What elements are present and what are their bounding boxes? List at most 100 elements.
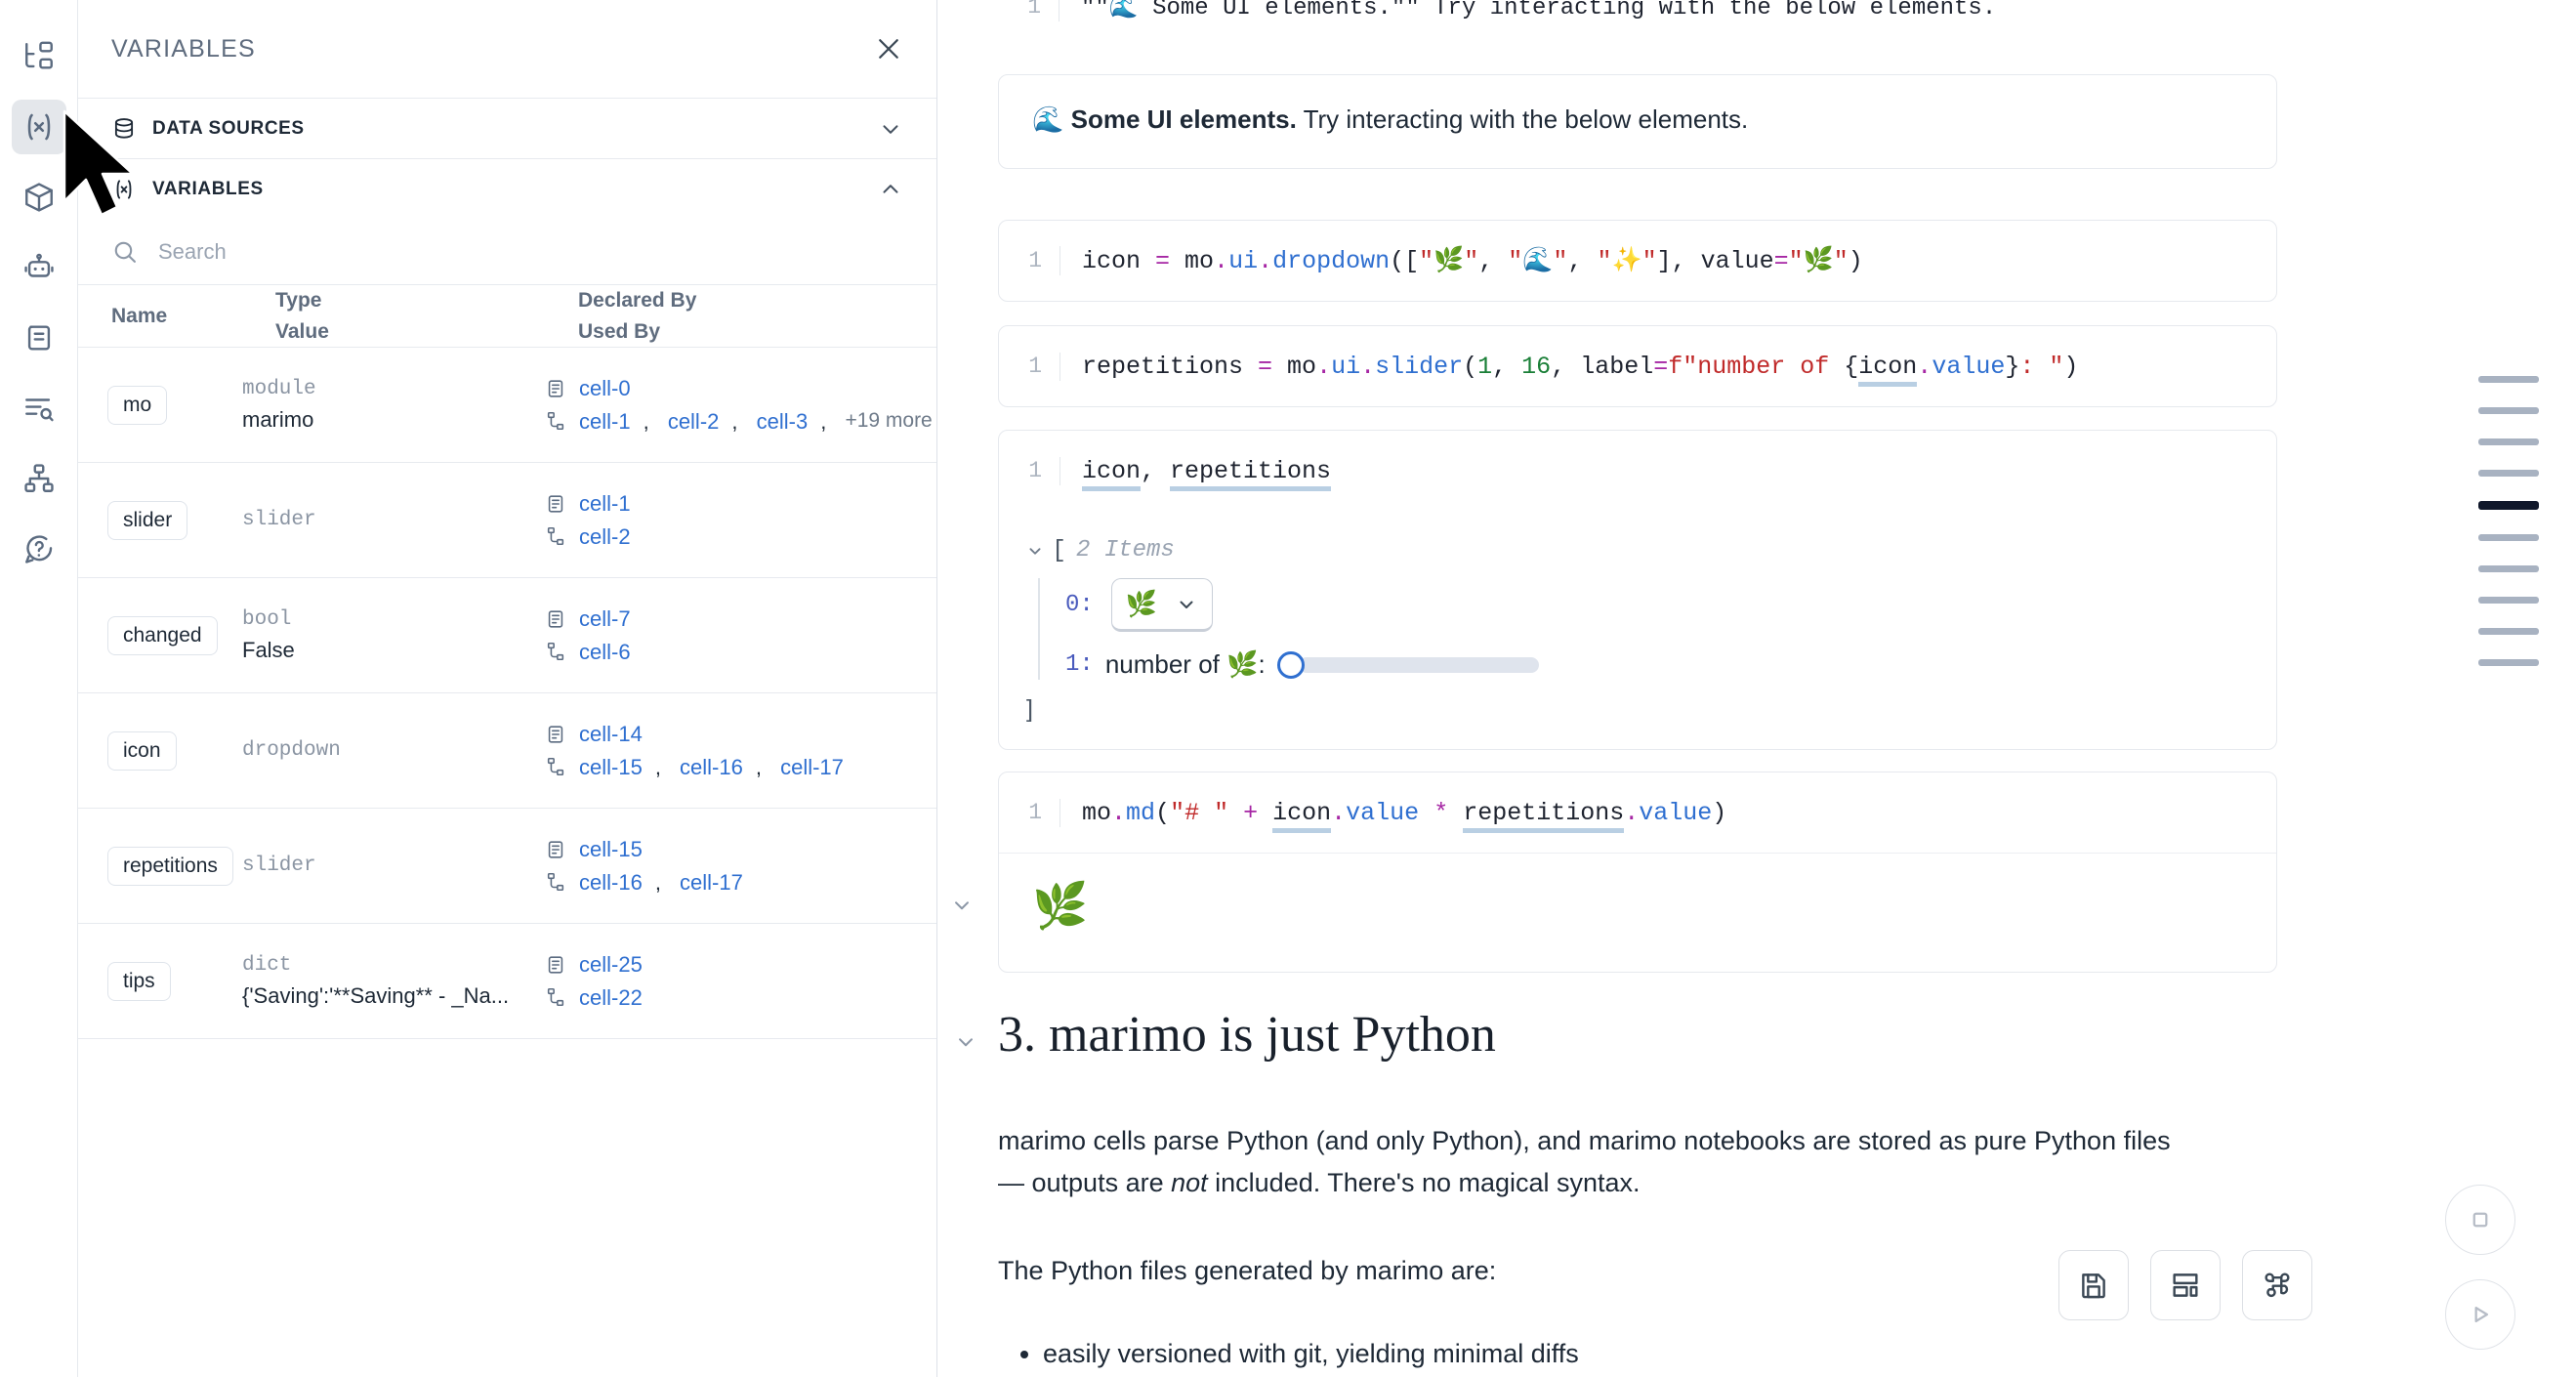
search-input[interactable] [156, 237, 903, 266]
cell-link[interactable]: cell-15 [579, 754, 643, 779]
column-type-value: Type Value [242, 285, 545, 348]
code-cell-repetitions[interactable]: 1 repetitions = mo.ui.slider(1, 16, labe… [998, 325, 2277, 407]
table-row[interactable]: icon dropdown cell-14 cell-15, cell-16, cel… [78, 692, 936, 809]
repetitions-slider[interactable] [1276, 650, 1539, 679]
more-cells-label[interactable]: +19 more [845, 409, 933, 433]
variable-name-pill[interactable]: repetitions [107, 846, 233, 886]
minimap-bar[interactable] [2478, 534, 2539, 541]
variable-name-cell: tips [78, 923, 242, 1039]
cell-link[interactable]: cell-25 [579, 952, 643, 978]
sidebar-item-packages[interactable] [12, 170, 66, 225]
cell-doc-icon [545, 954, 566, 976]
md-cell[interactable]: 1 mo.md("# " + icon.value * repetitions.… [955, 772, 2277, 973]
cell-link[interactable]: cell-17 [680, 869, 743, 895]
cell-link[interactable]: cell-7 [579, 606, 631, 632]
minimap-bar[interactable] [2478, 501, 2539, 510]
cell-link[interactable]: cell-1 [579, 408, 631, 434]
sidebar-item-explorer[interactable] [12, 29, 66, 84]
run-button[interactable] [2445, 1279, 2515, 1350]
minimap-bar[interactable] [2478, 438, 2539, 445]
used-by-line: cell-15, cell-16, cell-17 [545, 751, 936, 783]
wave-emoji: 🌊 [1032, 104, 1064, 134]
cell-link[interactable]: cell-17 [780, 754, 844, 779]
icon-dropdown[interactable]: 🌿 [1110, 578, 1214, 632]
save-button[interactable] [2058, 1250, 2129, 1320]
paragraph-1-emphasis: not [1171, 1167, 1208, 1197]
cell-link[interactable]: cell-14 [579, 722, 643, 747]
cell-link[interactable]: cell-16 [579, 869, 643, 895]
section-collapse-toggle[interactable] [953, 1029, 978, 1055]
cell-link[interactable]: cell-2 [667, 408, 720, 434]
minimap-bar[interactable] [2478, 376, 2539, 383]
used-by-line: cell-16, cell-17 [545, 866, 936, 898]
variable-name-pill[interactable]: slider [107, 500, 188, 540]
column-declared-by-label: Declared By [578, 289, 697, 312]
slider-track[interactable] [1298, 656, 1539, 673]
minimap-bar[interactable] [2478, 407, 2539, 414]
minimap-bar[interactable] [2478, 628, 2539, 635]
stop-button-circle[interactable] [2445, 1185, 2515, 1255]
variable-name-pill[interactable]: icon [107, 730, 177, 771]
paragraph-1-part-b: included. There's no magical syntax. [1207, 1167, 1641, 1197]
cell-link[interactable]: cell-15 [579, 837, 643, 862]
variable-name-pill[interactable]: changed [107, 615, 218, 655]
variable-type-value-cell: dropdown [242, 692, 545, 809]
section-variables[interactable]: VARIABLES [78, 158, 936, 219]
cell-link[interactable]: cell-22 [579, 984, 643, 1010]
run-button-circle[interactable] [2445, 1279, 2515, 1350]
minimap-bar[interactable] [2478, 470, 2539, 477]
code-text-display[interactable]: icon, repetitions [1059, 456, 1332, 491]
command-palette-button[interactable] [2242, 1250, 2312, 1320]
minimap-bar[interactable] [2478, 565, 2539, 572]
variable-name-pill[interactable]: tips [107, 961, 171, 1001]
command-icon [2264, 1273, 2290, 1298]
cell-link[interactable]: cell-2 [579, 523, 631, 549]
close-panel-button[interactable] [874, 34, 903, 63]
cell-doc-icon [545, 839, 566, 860]
sidebar-item-chat[interactable] [12, 240, 66, 295]
variables-search-row[interactable] [78, 219, 936, 285]
variable-name-pill[interactable]: mo [107, 385, 168, 425]
minimap-bar[interactable] [2478, 659, 2539, 666]
sidebar-item-help[interactable] [12, 522, 66, 576]
sidebar-item-variables[interactable] [11, 100, 66, 154]
cell-link[interactable]: cell-3 [756, 408, 809, 434]
section-paragraph-1: marimo cells parse Python (and only Pyth… [998, 1120, 2199, 1203]
cell-link[interactable]: cell-6 [579, 639, 631, 664]
sidebar-item-outline[interactable] [12, 381, 66, 436]
code-cell-icon[interactable]: 1 icon = mo.ui.dropdown(["🌿", "🌊", "✨"],… [998, 220, 2277, 302]
cell-link[interactable]: cell-0 [579, 376, 631, 401]
sidebar-item-logs[interactable] [12, 311, 66, 365]
minimap-bar[interactable] [2478, 597, 2539, 604]
layout-button[interactable] [2150, 1250, 2221, 1320]
output-header[interactable]: [ 2 Items [1024, 536, 2276, 564]
minimap[interactable] [2478, 352, 2539, 690]
cell-link[interactable]: cell-16 [680, 754, 743, 779]
code-text-icon[interactable]: icon = mo.ui.dropdown(["🌿", "🌊", "✨"], v… [1059, 246, 1863, 275]
cell-partial-top[interactable]: 1 ""🌊 Some UI elements."" Try interactin… [998, 0, 2277, 47]
variable-type: dict [242, 953, 292, 977]
cell-link[interactable]: cell-1 [579, 491, 631, 517]
dropdown-value: 🌿 [1125, 589, 1158, 618]
entry-index-0: 0: [1065, 592, 1094, 618]
stop-button[interactable] [2445, 1185, 2515, 1255]
display-cell[interactable]: 1 icon, repetitions [ 2 Items 0: [998, 430, 2277, 750]
code-text-md[interactable]: mo.md("# " + icon.value * repetitions.va… [1059, 798, 1726, 833]
markdown-output-cell[interactable]: 🌊 Some UI elements. Try interacting with… [998, 74, 2277, 169]
markdown-output-text: 🌊 Some UI elements. Try interacting with… [999, 75, 2276, 168]
chevron-down-icon [1024, 540, 1046, 562]
variable-value: False [242, 637, 295, 662]
section-data-sources[interactable]: DATA SOURCES [78, 98, 936, 158]
package-icon [24, 183, 53, 212]
slider-knob[interactable] [1276, 650, 1305, 679]
section-variables-label: VARIABLES [152, 178, 264, 199]
sidebar-item-dependency-graph[interactable] [12, 451, 66, 506]
md-cell-collapse-toggle[interactable] [949, 893, 975, 918]
code-text-repetitions[interactable]: repetitions = mo.ui.slider(1, 16, label=… [1059, 352, 2078, 387]
